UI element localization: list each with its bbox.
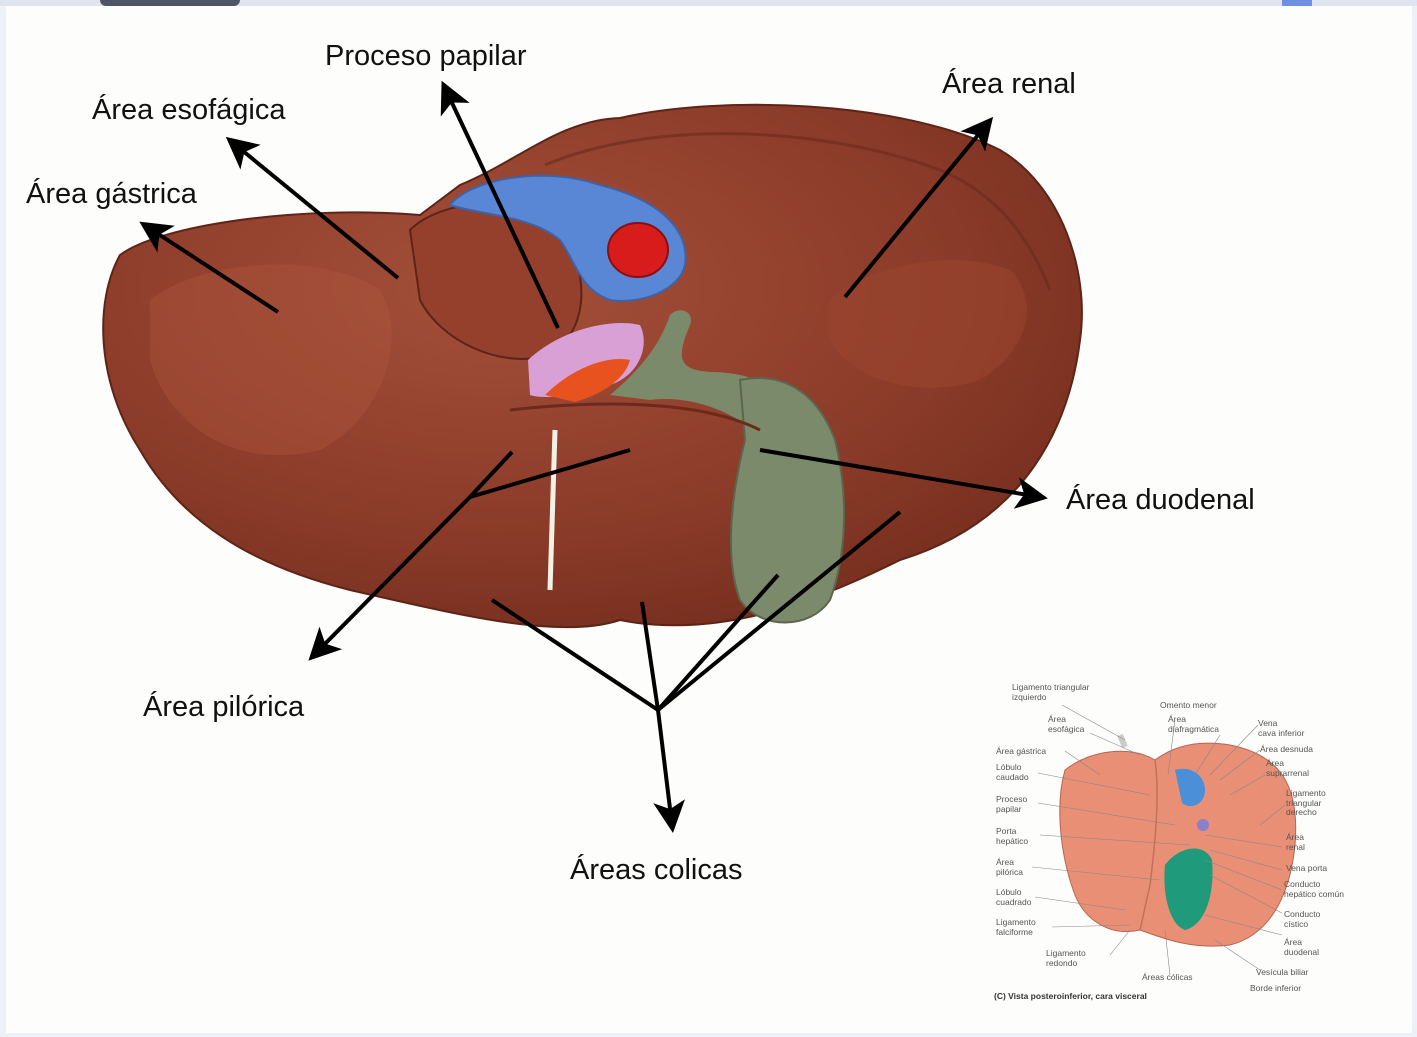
label-area-esofagica: Área esofágica xyxy=(92,94,285,127)
inset-label-area-pilorica: Área pilórica xyxy=(996,858,1023,877)
label-area-duodenal: Área duodenal xyxy=(1066,484,1255,517)
inset-label-vena-porta: Vena porta xyxy=(1286,864,1327,874)
inset-label-area-desnuda: Área desnuda xyxy=(1260,745,1313,755)
label-area-renal: Área renal xyxy=(942,68,1076,101)
inset-label-area-renal: Área renal xyxy=(1286,833,1305,852)
arrow-areas-colicas xyxy=(658,710,672,825)
inset-label-vena-cava-inferior: Vena cava inferior xyxy=(1258,719,1304,738)
inset-label-lig-triangular-izq: Ligamento triangular izquierdo xyxy=(1012,683,1090,702)
inset-label-lobulo-cuadrado: Lóbulo cuadrado xyxy=(996,888,1031,907)
label-area-gastrica: Área gástrica xyxy=(26,178,197,211)
label-proceso-papilar: Proceso papilar xyxy=(325,40,527,73)
label-area-pilorica: Área pilórica xyxy=(143,691,304,724)
inset-label-areas-colicas: Áreas cólicas xyxy=(1142,973,1193,983)
aorta-lumen xyxy=(608,223,668,277)
inset-label-borde-inferior: Borde inferior xyxy=(1250,984,1301,994)
inset-label-proceso-papilar: Proceso papilar xyxy=(996,795,1027,814)
label-areas-colicas: Áreas colicas xyxy=(570,854,742,887)
inset-label-area-suprarrenal: Área suprarrenal xyxy=(1266,759,1309,778)
inset-label-area-diafragmatica: Área diafragmática xyxy=(1168,715,1219,734)
inset-caption: (C) Vista posteroinferior, cara visceral xyxy=(994,991,1147,1001)
inset-reference-figure: Ligamento triangular izquierdo Área esof… xyxy=(990,675,1370,1010)
inset-label-area-gastrica: Área gástrica xyxy=(996,747,1046,757)
inset-label-lig-falciforme: Ligamento falciforme xyxy=(996,918,1036,937)
inset-label-lig-redondo: Ligamento redondo xyxy=(1046,949,1086,968)
inset-label-conducto-cistico: Conducto cístico xyxy=(1284,910,1320,929)
inset-label-area-duodenal: Área duodenal xyxy=(1284,938,1319,957)
inset-label-lobulo-caudado: Lóbulo caudado xyxy=(996,763,1029,782)
inset-label-omento-menor: Omento menor xyxy=(1160,701,1217,711)
inset-label-lig-triangular-der: Ligamento triangular derecho xyxy=(1286,789,1326,818)
inset-label-vesicula-biliar: Vesícula biliar xyxy=(1256,968,1308,978)
inset-label-area-esofagica: Área esofágica xyxy=(1048,715,1084,734)
inset-label-porta-hepatico: Porta hepático xyxy=(996,827,1028,846)
inset-label-conducto-hepatico: Conducto hepático común xyxy=(1284,880,1344,899)
